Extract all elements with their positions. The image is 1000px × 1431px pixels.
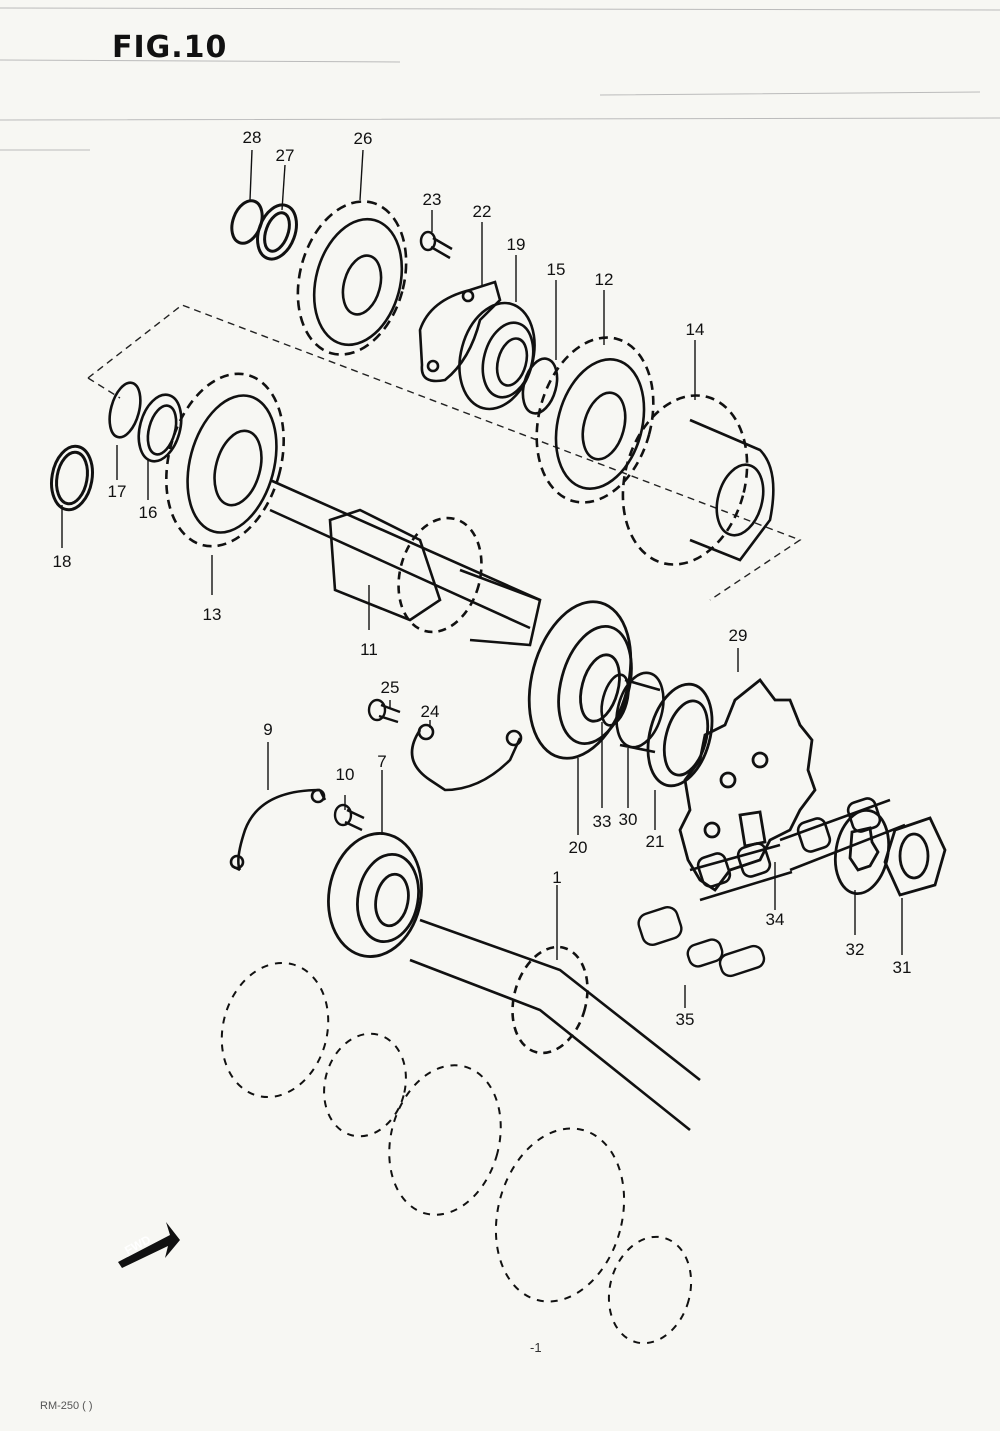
gear-12 <box>535 336 655 504</box>
group-outline <box>87 304 802 601</box>
chain-joint-35 <box>637 906 766 978</box>
callout-12: 12 <box>594 270 614 289</box>
screw-23 <box>419 230 453 260</box>
bearing-7 <box>327 832 423 958</box>
driveshaft-1 <box>409 918 701 1132</box>
gear-13 <box>165 372 285 548</box>
scan-noise <box>0 7 1000 151</box>
callout-34: 34 <box>765 910 785 929</box>
nut-31 <box>883 816 947 897</box>
phantom-gears <box>220 961 693 1345</box>
callout-22: 22 <box>472 202 492 221</box>
callout-33: 33 <box>592 812 612 831</box>
callout-21: 21 <box>645 832 665 851</box>
countershaft-11 <box>269 478 542 647</box>
callout-29: 29 <box>728 626 748 645</box>
callout-16: 16 <box>138 503 158 522</box>
callout-27: 27 <box>275 146 295 165</box>
figure-title: FIG.10 <box>112 30 228 65</box>
washer-27 <box>256 203 298 261</box>
callout-13: 13 <box>202 605 222 624</box>
callout-10: 10 <box>335 765 355 784</box>
callout-28: 28 <box>242 128 262 147</box>
callout-11: 11 <box>360 640 378 659</box>
callout-31: 31 <box>892 958 912 977</box>
callout-7: 7 <box>377 752 387 771</box>
screw-25 <box>367 698 401 724</box>
callout-35: 35 <box>675 1010 695 1029</box>
screw-10 <box>333 803 365 832</box>
callout-18: 18 <box>52 552 72 571</box>
callout-32: 32 <box>845 940 865 959</box>
retainer-24 <box>410 723 523 792</box>
callout-9: 9 <box>263 720 273 739</box>
fwd-arrow <box>118 1222 180 1268</box>
callout-15: 15 <box>546 260 566 279</box>
ring-18 <box>50 444 94 512</box>
callout-26: 26 <box>353 129 373 148</box>
circlip-17 <box>108 381 142 439</box>
callout-25: 25 <box>380 678 400 697</box>
callout-17: 17 <box>107 482 127 501</box>
callout-23: 23 <box>422 190 442 209</box>
page-mark: -1 <box>530 1340 542 1355</box>
retainer-22 <box>418 280 502 383</box>
callout-14: 14 <box>685 320 705 339</box>
footer-code: RM-250 ( ) <box>40 1400 93 1412</box>
washer-15 <box>521 357 559 415</box>
leader-lines <box>61 149 903 1008</box>
gear-14 <box>621 394 775 566</box>
callout-1: 1 <box>552 868 562 887</box>
oring-33 <box>600 673 630 727</box>
bearing-19 <box>458 301 536 411</box>
callout-19: 19 <box>506 235 526 254</box>
gear-26 <box>296 200 408 356</box>
retainer-9 <box>229 788 327 872</box>
callout-30: 30 <box>618 810 638 829</box>
oil-seal-21 <box>646 682 714 788</box>
callout-24: 24 <box>420 702 440 721</box>
callout-20: 20 <box>568 838 588 857</box>
